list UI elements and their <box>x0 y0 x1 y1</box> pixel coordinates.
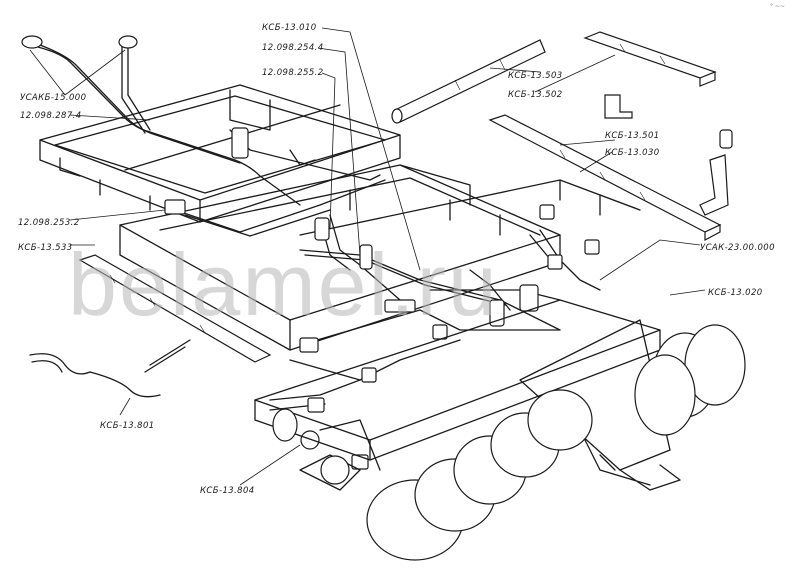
label-12098-287-4: 12.098.287.4 <box>20 111 82 121</box>
watermark-text: belamel.ru <box>68 235 499 334</box>
parts-lower-left <box>29 254 272 398</box>
label-ksb-13-533: КСБ-13.533 <box>18 243 73 253</box>
label-ksb-13-503: КСБ-13.503 <box>508 71 563 81</box>
main-frame <box>39 84 401 223</box>
label-ksb-13-804: КСБ-13.804 <box>200 486 255 496</box>
label-ksb-13-801: КСБ-13.801 <box>100 421 155 431</box>
label-ksb-13-030: КСБ-13.030 <box>605 148 660 158</box>
hydraulic-lines <box>29 44 601 411</box>
fittings <box>21 35 600 470</box>
corner-mark: ° ~~ <box>770 3 785 10</box>
label-12098-253-2: 12.098.253.2 <box>18 218 80 228</box>
label-ksb-13-020: КСБ-13.020 <box>708 288 763 298</box>
label-uskb-15-000: УСАКБ-15.000 <box>20 93 86 103</box>
label-ksb-13-010: КСБ-13.010 <box>262 23 317 33</box>
disc-gang <box>254 299 746 561</box>
label-ksb-13-502: КСБ-13.502 <box>508 90 563 100</box>
label-12098-255-2: 12.098.255.2 <box>262 68 324 78</box>
part-labels: КСБ-13.010 12.098.254.4 12.098.255.2 УСА… <box>18 23 775 496</box>
label-12098-254-4: 12.098.254.4 <box>262 43 324 53</box>
label-ksb-13-501: КСБ-13.501 <box>605 131 660 141</box>
label-usak-23-00-000: УСАК-23.00.000 <box>700 243 775 253</box>
leader-lines <box>29 27 706 486</box>
parts-upper-right <box>391 31 733 241</box>
